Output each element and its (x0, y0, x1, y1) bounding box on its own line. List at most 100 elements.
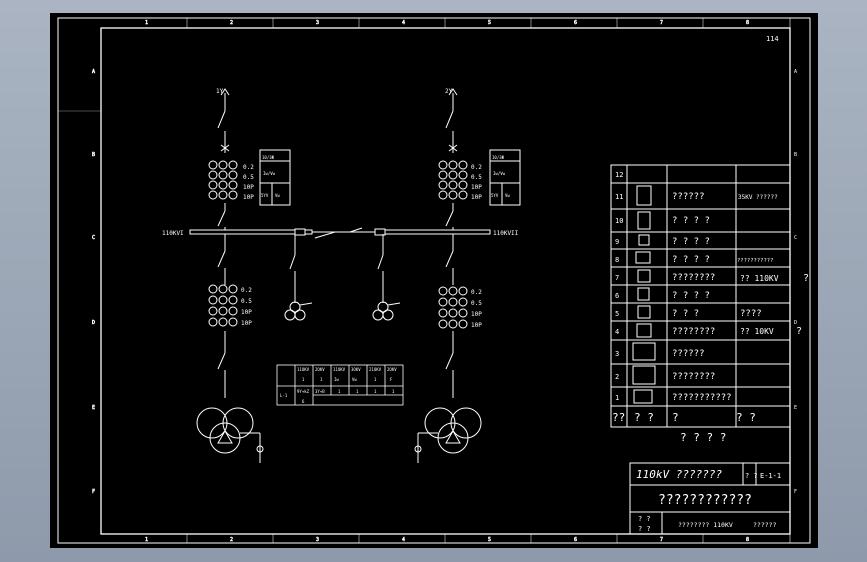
ct-ur-0: 0.2 (471, 164, 482, 171)
cl-r3-0: 6 (302, 399, 305, 404)
dbox-ul-r2: Iw/Vw (263, 171, 276, 176)
legend-row-7-num: 7 (615, 274, 619, 282)
legend-row-3-name: ?????? (672, 349, 705, 359)
cl-r1-4: 1 (374, 377, 377, 382)
legend-row-4-note: ?? 10KV (740, 327, 774, 336)
ct-ll-2: 10P (241, 309, 252, 316)
cl-h1: 2OKV (315, 367, 325, 372)
pt-branch-1 (284, 234, 313, 321)
bus-label-1: 110KVI (162, 230, 184, 237)
busbar-2 (374, 229, 491, 235)
busbar-1 (189, 229, 313, 235)
ruler-bottom-5: 5 (488, 537, 491, 543)
legend-row-11-name: ?????? (672, 192, 705, 202)
ruler-bottom-8: 8 (746, 537, 749, 543)
outer-frame (57, 17, 811, 544)
ct-lr-0: 0.2 (471, 289, 482, 296)
legend-row-3-num: 3 (615, 350, 619, 358)
legend-row-5-num: 5 (615, 310, 619, 318)
ct-ur-3: 10P (471, 194, 482, 201)
bus-tie-switch (294, 227, 386, 239)
ct-ul-1: 0.5 (243, 174, 254, 181)
legend-row-8-name: ? ? ? ? (672, 255, 710, 265)
ruler-left-b: B (92, 152, 95, 158)
title-block-code-label: ? ? (745, 472, 758, 480)
title-block-drawing-name: ???????????? (658, 493, 752, 508)
ruler-top-6: 6 (574, 20, 577, 26)
dbox-ul-r1: 10/ЭЖ (262, 155, 275, 160)
ct-ll-3: 10P (241, 320, 252, 327)
cl-h3: 3OKV (351, 367, 361, 372)
ct-lr-1: 0.5 (471, 300, 482, 307)
ruler-bottom-7: 7 (660, 537, 663, 543)
cl-r1-5: F (390, 377, 393, 382)
cl-h5: 2OKV (387, 367, 397, 372)
legend-row-9-num: 9 (615, 238, 619, 246)
legend-side-mark-2: ? (796, 326, 802, 337)
ruler-bottom: 1 2 3 4 5 6 7 8 (145, 534, 749, 543)
legend-header-name: ? (672, 411, 679, 424)
legend-row-4-name: ???????? (672, 327, 715, 337)
bus-label-2: 110KVII (493, 230, 519, 237)
cl-r2a-0: 9Y+kZ (297, 389, 310, 394)
ruler-top-5: 5 (488, 20, 491, 26)
legend-caption: ? ? ? ? (680, 431, 726, 444)
device-box-upper-left (259, 149, 291, 206)
ruler-left-e: E (92, 405, 95, 411)
dbox-ul-r3a: 5YV (261, 193, 269, 198)
dbox-ur-r3a: 5YV (491, 193, 499, 198)
title-block-footer-left-top: ? ? (638, 515, 651, 523)
ruler-right-f: F (794, 489, 797, 495)
legend-row-11-num: 11 (615, 193, 623, 201)
legend-row-1-num: 1 (615, 394, 619, 402)
ruler-left: A B C D E F (58, 69, 101, 495)
ruler-right-c: C (794, 235, 797, 241)
legend-row-12-num: 12 (615, 171, 623, 179)
cl-r2b-1: 1 (356, 389, 359, 394)
legend-header-symbol: ? ? (634, 411, 654, 424)
ct-group-upper-left (208, 160, 238, 200)
cl-r2b-0: 1 (338, 389, 341, 394)
legend-header-num: ?? (612, 411, 625, 424)
legend-row-2-name: ???????? (672, 372, 715, 382)
device-box-upper-right (489, 149, 521, 206)
legend-row-6-name: ? ? ? ? (672, 291, 710, 301)
cl-r1-3: Vw (352, 377, 357, 382)
ruler-bottom-2: 2 (230, 537, 233, 543)
title-block-footer-mid: ???????? 110KV (678, 521, 733, 529)
pt-branch-2 (372, 234, 401, 321)
ct-ul-2: 10P (243, 184, 254, 191)
legend-side-mark-1: ? (803, 273, 809, 284)
title-block-footer-left-bottom: ? ? (638, 525, 651, 533)
ruler-top-3: 3 (316, 20, 319, 26)
legend-row-5-note: ???? (740, 309, 762, 319)
drawing-sheet: 1 2 3 4 5 6 7 8 1 2 3 (50, 13, 818, 548)
ruler-top: 1 2 3 4 5 6 7 8 (145, 18, 749, 28)
schematic-canvas: 1 2 3 4 5 6 7 8 1 2 3 (57, 17, 811, 544)
legend-row-6-num: 6 (615, 292, 619, 300)
ruler-top-8: 8 (746, 20, 749, 26)
ct-ul-3: 10P (243, 194, 254, 201)
ct-ur-2: 10P (471, 184, 482, 191)
ruler-right: A B C D E F (794, 69, 797, 495)
legend-row-2-num: 2 (615, 373, 619, 381)
feeder-2y (445, 88, 458, 230)
line-label-1y: 1Y (216, 88, 224, 95)
legend-row-10-num: 10 (615, 217, 623, 225)
ruler-top-1: 1 (145, 20, 148, 26)
ct-ll-0: 0.2 (241, 287, 252, 294)
line-label-2y: 2Y (445, 88, 453, 95)
ruler-right-a: A (794, 69, 797, 75)
legend-row-8-num: 8 (615, 256, 619, 264)
ruler-left-d: D (92, 320, 95, 326)
title-block-grid (629, 462, 791, 535)
legend-row-11-note: 35KV ?????? (738, 194, 778, 201)
cl-r1-0: 1 (302, 377, 305, 382)
dbox-ur-r3b: Vw (505, 193, 510, 198)
cl-r2b-3: 1 (392, 389, 395, 394)
dbox-ur-r2: Iw/Vw (493, 171, 506, 176)
center-legend-grid (276, 364, 404, 406)
ct-group-lower-right (438, 286, 468, 329)
title-block-code: E-1-1 (760, 472, 781, 480)
